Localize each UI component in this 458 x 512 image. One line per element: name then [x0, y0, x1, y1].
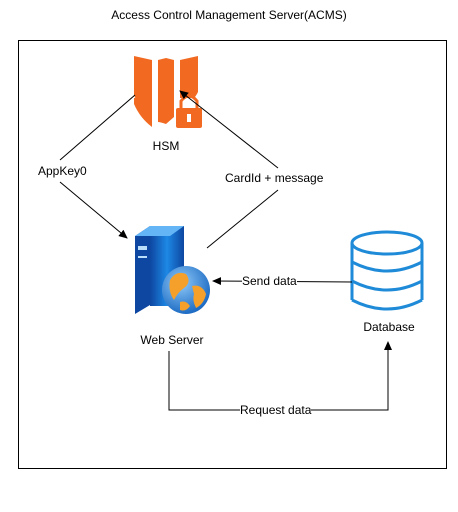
web-server-label: Web Server	[140, 333, 204, 347]
edge-label-cardid: CardId + message	[225, 171, 324, 185]
diagram-title: Access Control Management Server(ACMS)	[111, 8, 347, 22]
edge-cardid-in	[179, 90, 279, 169]
edge-label-request-data: Request data	[240, 403, 312, 417]
edge-label-send-data: Send data	[242, 274, 297, 288]
edge-appkey-in	[59, 94, 136, 161]
acms-boundary	[18, 40, 447, 469]
edge-request-data	[168, 341, 392, 411]
edge-appkey-out	[59, 181, 128, 239]
database-icon	[350, 230, 424, 311]
edge-label-appkey: AppKey0	[38, 164, 87, 178]
web-server-icon	[135, 226, 210, 314]
edge-cardid-out	[206, 189, 279, 249]
shield-lock-icon	[134, 56, 202, 128]
database-label: Database	[363, 320, 415, 334]
hsm-label: HSM	[152, 139, 180, 153]
